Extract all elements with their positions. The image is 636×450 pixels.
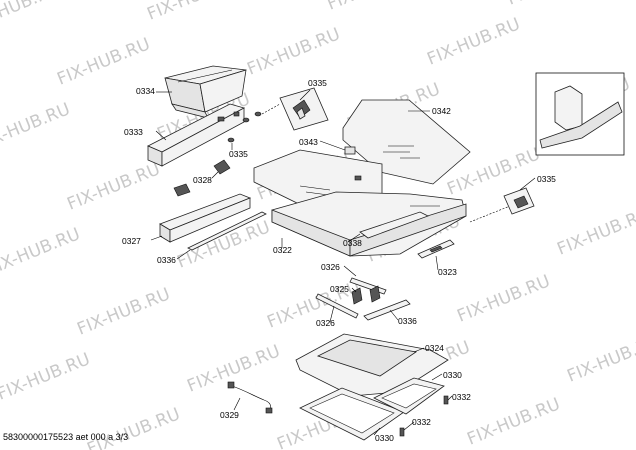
label-0329: 0329	[220, 410, 239, 420]
part-0334-tray	[164, 65, 247, 119]
part-0323-bracket	[417, 239, 455, 259]
part-0327-bracket	[159, 193, 252, 243]
inset-detail-box	[535, 72, 625, 156]
watermark-text: FIX-HUB.RU	[564, 331, 636, 386]
label-0333: 0333	[124, 127, 143, 137]
label-0322: 0322	[273, 245, 292, 255]
label-0325: 0325	[330, 284, 349, 294]
watermark-text: FIX-HUB.RU	[424, 14, 523, 69]
part-0328-block	[173, 159, 231, 197]
watermark-text: FIX-HUB.RU	[184, 341, 283, 396]
watermark-text: FIX-HUB.RU	[504, 0, 603, 10]
part-0325-hinges	[351, 285, 381, 305]
label-0335-c: 0335	[537, 174, 556, 184]
label-0324: 0324	[425, 343, 444, 353]
watermark-text: FIX-HUB.RU	[454, 271, 553, 326]
watermark-text: FIX-HUB.RU	[0, 99, 73, 154]
label-0323: 0323	[438, 267, 457, 277]
watermark-text: FIX-HUB.RU	[84, 404, 183, 450]
label-0338: 0338	[343, 238, 362, 248]
watermark-text: FIX-HUB.RU	[554, 204, 636, 259]
label-0336-a: 0336	[157, 255, 176, 265]
label-0328: 0328	[193, 175, 212, 185]
label-0342: 0342	[432, 106, 451, 116]
watermark-text: FIX-HUB.RU	[0, 224, 83, 279]
watermark-text: FIX-HUB.RU	[324, 0, 423, 15]
watermark-text: FIX-HUB.RU	[0, 0, 63, 35]
diagram-footer-code: 58300000175523 aet 000 a 3/3	[3, 432, 129, 442]
part-0336-lower	[363, 299, 411, 321]
part-0329-cable	[227, 381, 273, 414]
label-0343: 0343	[299, 137, 318, 147]
label-0334: 0334	[136, 86, 155, 96]
watermark-text: FIX-HUB.RU	[244, 24, 343, 79]
watermark-text: FIX-HUB.RU	[64, 159, 163, 214]
leader-lines	[150, 89, 536, 436]
watermark-text: FIX-HUB.RU	[144, 0, 243, 25]
watermark-text: FIX-HUB.RU	[54, 34, 153, 89]
part-0338-body	[271, 191, 467, 257]
watermark-text: FIX-HUB.RU	[0, 349, 93, 404]
part-0336-rod	[187, 211, 267, 251]
label-0326-b: 0326	[316, 318, 335, 328]
label-0336-b: 0336	[398, 316, 417, 326]
part-0335-right-clip	[469, 187, 535, 223]
part-0330-frames	[299, 377, 445, 441]
label-0330-a: 0330	[443, 370, 462, 380]
label-0332-a: 0332	[452, 392, 471, 402]
label-0327: 0327	[122, 236, 141, 246]
label-0330-b: 0330	[375, 433, 394, 443]
label-0326-a: 0326	[321, 262, 340, 272]
label-0335-b: 0335	[229, 149, 248, 159]
part-0333-bar	[147, 103, 246, 167]
label-0335-a: 0335	[308, 78, 327, 88]
watermark-text: FIX-HUB.RU	[74, 284, 173, 339]
label-0332-b: 0332	[412, 417, 431, 427]
part-0335-clips	[227, 103, 281, 143]
part-0335-box	[279, 87, 329, 131]
watermark-text: FIX-HUB.RU	[464, 394, 563, 449]
